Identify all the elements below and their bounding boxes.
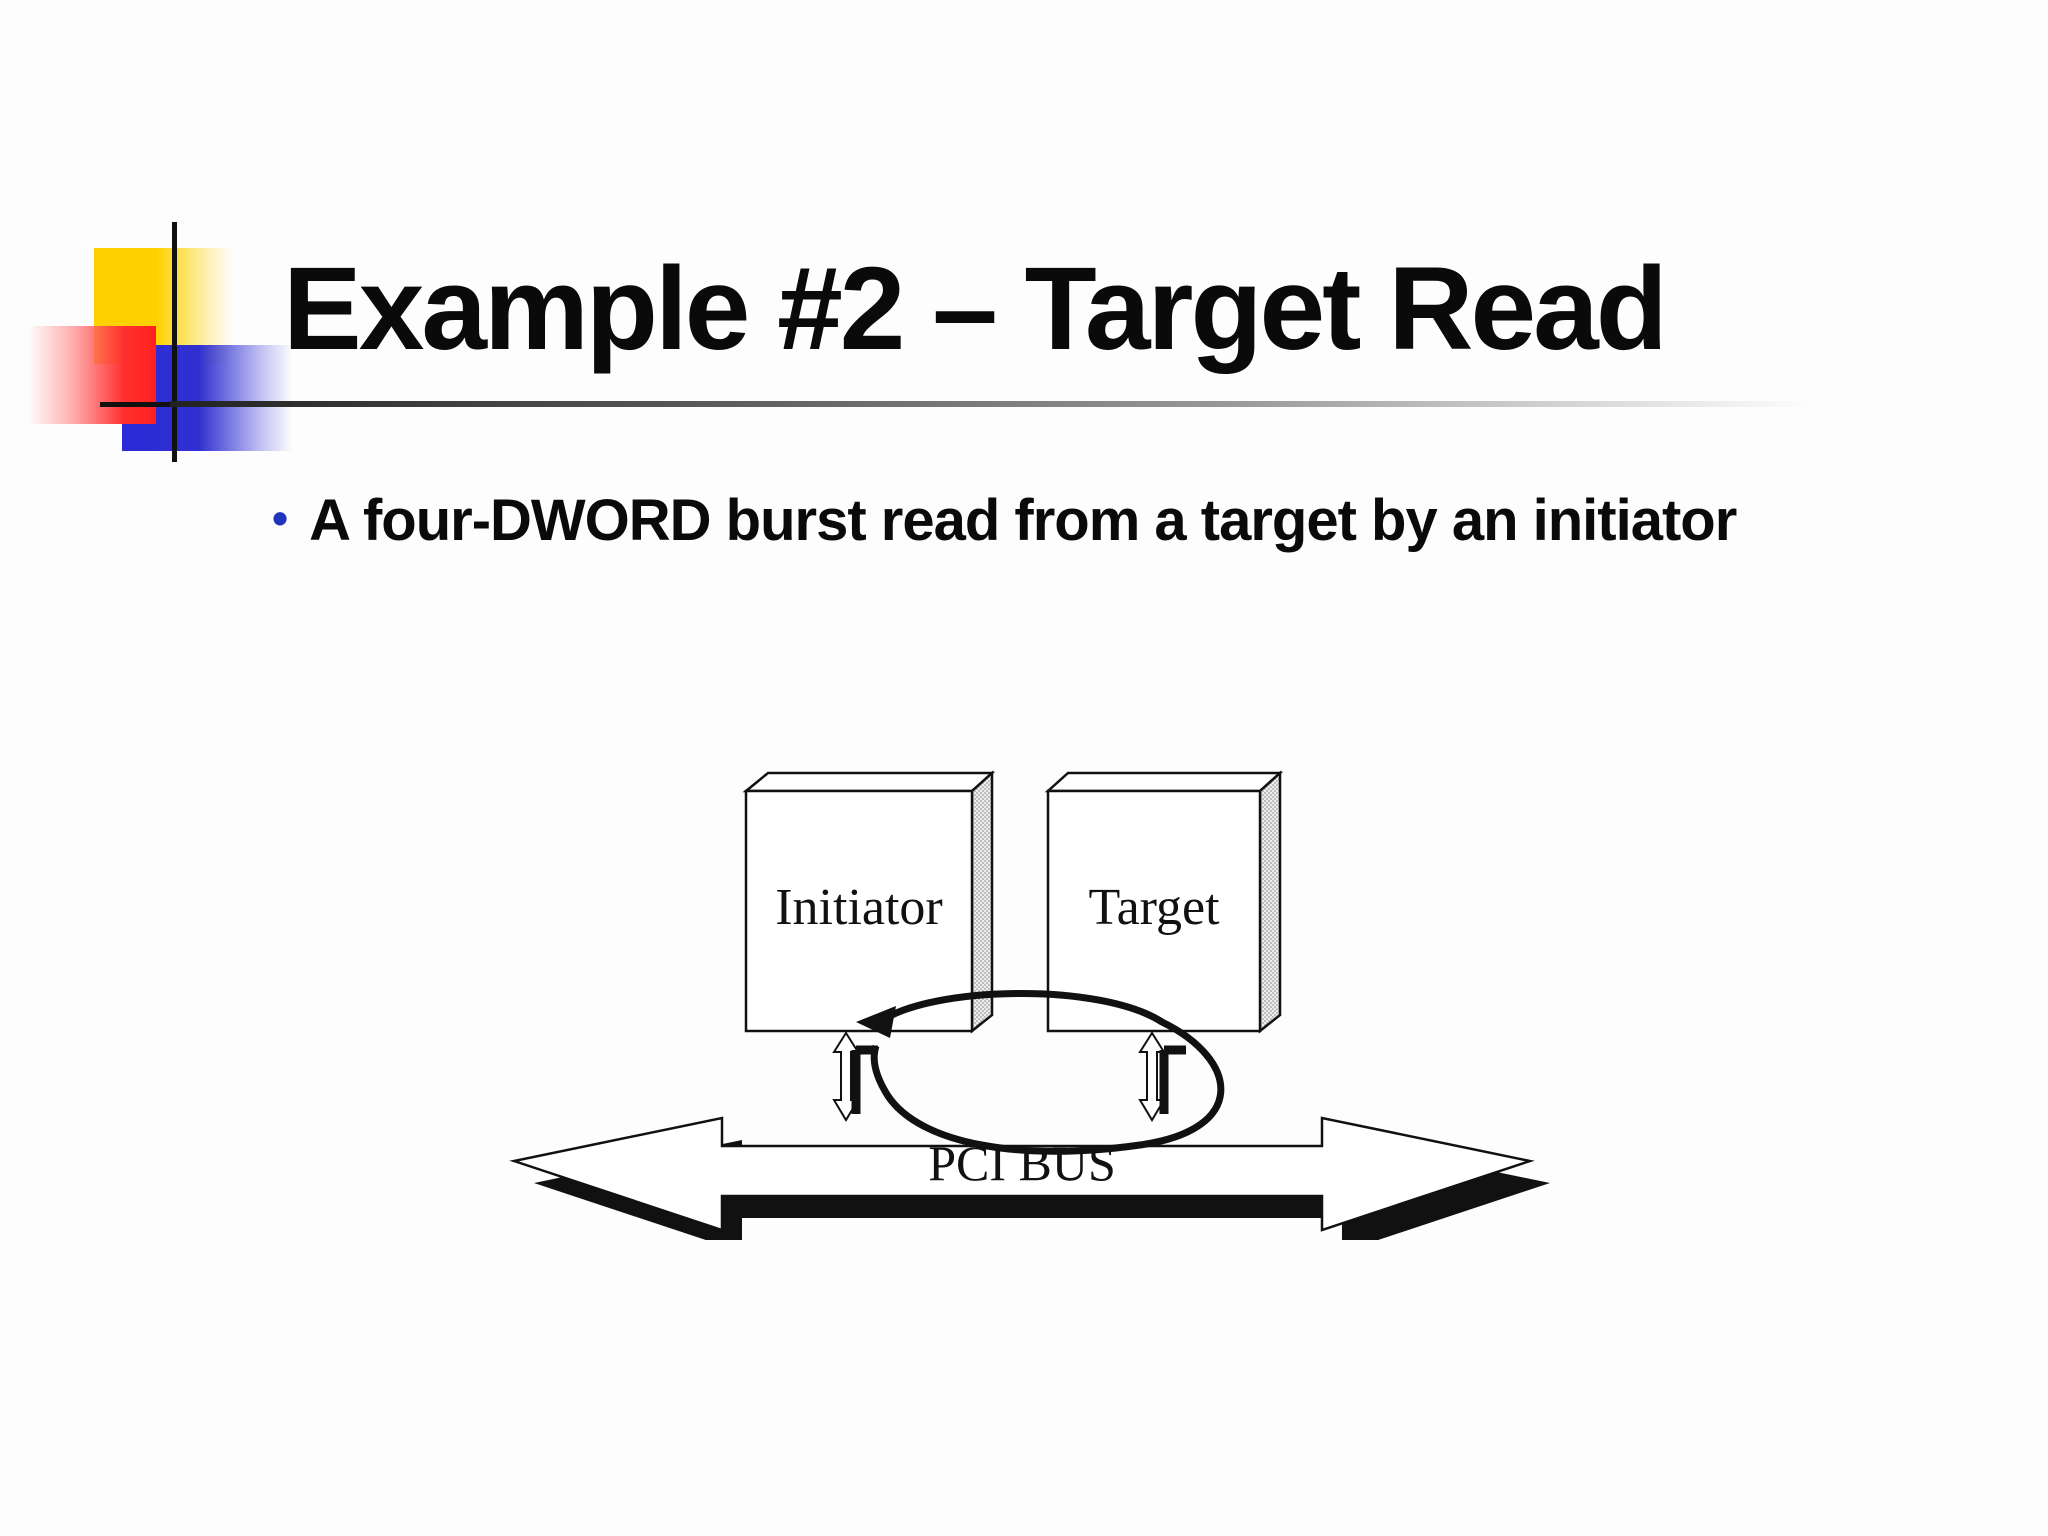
target-label: Target <box>1088 879 1220 936</box>
target-bus-connector <box>1138 1031 1186 1122</box>
bullet-item: •A four-DWORD burst read from a target b… <box>272 492 1737 550</box>
logo-red-square <box>28 326 156 424</box>
slide-logo <box>0 0 300 480</box>
title-underline <box>170 401 1810 407</box>
slide-title: Example #2 – Target Read <box>283 243 1668 375</box>
target-box <box>1044 770 1284 1034</box>
bullet-text: A four-DWORD burst read from a target by… <box>309 488 1737 553</box>
bullet-marker: • <box>272 492 288 544</box>
initiator-label: Initiator <box>775 879 943 936</box>
initiator-bus-connector <box>832 1031 878 1122</box>
initiator-box <box>742 770 996 1034</box>
pci-bus-diagram: Initiator Target PCI BUS <box>509 770 1550 1240</box>
logo-vertical-line <box>172 222 177 462</box>
read-data-flow-arrow <box>856 990 1225 1155</box>
bus-label: PCI BUS <box>928 1135 1116 1191</box>
pci-bus-arrow <box>509 1116 1550 1240</box>
